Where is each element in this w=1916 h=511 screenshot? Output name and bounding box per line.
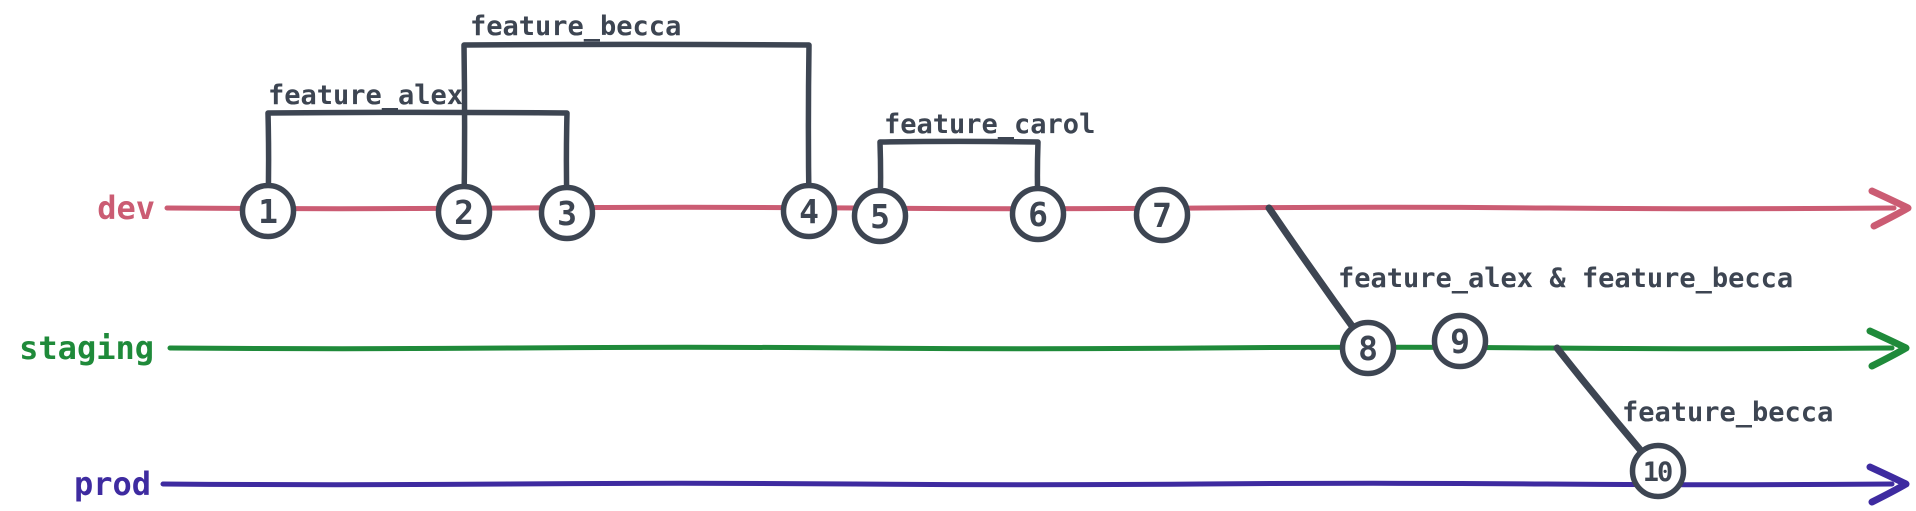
commit-number: 7: [1152, 196, 1172, 235]
feature-bracket-feature_alex: feature_alex: [265, 80, 570, 212]
commit-node-8: 8: [1339, 319, 1397, 377]
commit-circle: [780, 182, 838, 240]
branch-line-staging: [167, 344, 1895, 352]
commit-circle: [239, 182, 297, 240]
commit-node-3: 3: [538, 184, 596, 242]
commit-circle: [1133, 186, 1191, 244]
commit-node-5: 5: [851, 187, 909, 245]
branch-label-staging: staging: [19, 329, 154, 367]
commit-node-10: 10: [1629, 442, 1687, 500]
commit-circle: [1009, 185, 1067, 243]
feature-bracket-path: [877, 138, 1041, 215]
commit-node-4: 4: [780, 182, 838, 240]
commit-number: 4: [799, 192, 819, 231]
branch-label-dev: dev: [97, 189, 155, 227]
commit-number: 3: [557, 194, 577, 233]
commit-circle: [851, 187, 909, 245]
arrowhead-icon-staging: [1866, 327, 1910, 370]
commit-circle: [1431, 312, 1489, 370]
commit-node-2: 2: [435, 183, 493, 241]
merge-edge-2: feature_becca: [1553, 344, 1833, 475]
feature-bracket-feature_carol: feature_carol: [877, 109, 1095, 215]
commit-node-7: 7: [1133, 186, 1191, 244]
commit-circle: [1339, 319, 1397, 377]
feature-branch-label: feature_becca: [470, 11, 681, 42]
commit-circle: [1629, 442, 1687, 500]
branch-row-prod: prod: [74, 463, 1910, 506]
feature-bracket-path: [461, 41, 812, 211]
commit-circle: [435, 183, 493, 241]
feature-bracket-feature_becca: feature_becca: [461, 11, 812, 211]
feature-branch-label: feature_carol: [884, 109, 1095, 140]
merge-label: feature_becca: [1622, 397, 1833, 428]
branch-row-staging: staging: [19, 327, 1910, 370]
commit-number: 2: [454, 193, 474, 232]
commit-number: 5: [870, 197, 890, 236]
merge-label: feature_alex & feature_becca: [1338, 263, 1793, 294]
commit-number: 9: [1450, 322, 1470, 361]
branch-row-dev: dev: [97, 187, 1912, 230]
commit-circle: [538, 184, 596, 242]
feature-branch-label: feature_alex: [268, 80, 463, 111]
feature-bracket-path: [265, 109, 570, 212]
commit-number: 8: [1358, 329, 1378, 368]
commit-number: 10: [1643, 457, 1672, 488]
arrowhead-icon-dev: [1868, 187, 1912, 230]
branch-label-prod: prod: [74, 465, 151, 503]
commit-number: 6: [1028, 195, 1048, 234]
commit-node-6: 6: [1009, 185, 1067, 243]
commit-node-1: 1: [239, 182, 297, 240]
branch-line-prod: [160, 480, 1895, 488]
commit-node-9: 9: [1431, 312, 1489, 370]
commit-number: 1: [258, 192, 278, 231]
arrowhead-icon-prod: [1866, 463, 1910, 506]
merge-edge-1: feature_alex & feature_becca: [1265, 204, 1793, 352]
